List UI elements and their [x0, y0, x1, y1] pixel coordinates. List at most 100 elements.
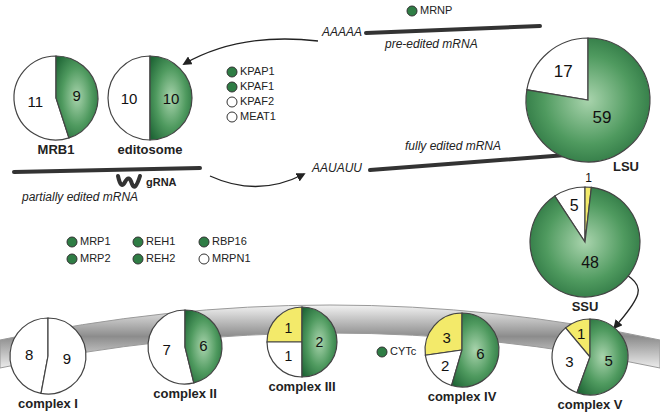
mrna-strand	[370, 155, 566, 170]
protein-label: RBP16	[212, 235, 247, 248]
pie-chart-node: 1759LSU	[526, 38, 650, 162]
pie-chart-node: 112complex III	[267, 307, 337, 377]
rna-label: AAAAA	[322, 25, 362, 39]
flow-arrow	[184, 39, 318, 64]
complex-label: MRB1	[38, 143, 75, 157]
pie-chart-node: 326complex IV	[425, 313, 499, 387]
count-number: 3	[565, 353, 573, 368]
rna-label: fully edited mRNA	[405, 139, 501, 153]
protein-label: KPAF2	[240, 95, 274, 108]
protein-label: MRP2	[80, 252, 111, 265]
rna-label: pre-edited mRNA	[385, 37, 478, 51]
count-number: 10	[121, 91, 138, 106]
count-number: 11	[27, 94, 43, 109]
count-number: 1	[585, 172, 592, 184]
pie-chart	[267, 307, 337, 377]
protein-label: MRNP	[420, 4, 452, 17]
count-number: 48	[581, 255, 599, 271]
protein-label: gRNA	[146, 176, 177, 189]
pie-wedge	[530, 187, 640, 297]
pie-wedge	[577, 319, 628, 395]
pie-chart	[148, 310, 222, 384]
flow-arrow	[210, 174, 304, 187]
pie-wedge	[56, 56, 98, 138]
complex-label: complex V	[557, 398, 622, 412]
count-number: 17	[554, 62, 573, 79]
count-number: 6	[476, 345, 484, 360]
count-number: 2	[316, 335, 324, 349]
pie-wedge	[185, 310, 222, 383]
pie-chart	[425, 313, 499, 387]
protein-dot	[133, 254, 143, 264]
pie-wedge	[425, 313, 462, 355]
protein-dot	[227, 112, 237, 122]
count-number: 3	[442, 329, 450, 344]
protein-dot	[67, 237, 77, 247]
rna-label: AAUAUU	[312, 161, 362, 175]
pie-chart	[552, 319, 628, 395]
complex-label: complex III	[268, 380, 335, 394]
count-number: 9	[73, 87, 81, 102]
protein-label: MRP1	[80, 235, 111, 248]
pie-chart	[10, 318, 86, 394]
pie-wedge	[10, 318, 48, 393]
pie-chart-node: 119MRB1	[14, 56, 98, 140]
protein-dot	[407, 6, 417, 16]
protein-dot	[199, 237, 209, 247]
count-number: 6	[199, 337, 207, 352]
pie-chart	[108, 56, 192, 140]
protein-dot	[199, 254, 209, 264]
protein-label: CYTc	[390, 345, 416, 358]
count-number: 2	[441, 357, 449, 372]
count-number: 1	[284, 321, 292, 335]
protein-dot	[377, 347, 387, 357]
pie-chart-node: 76complex II	[148, 310, 222, 384]
complex-label: complex I	[18, 397, 78, 411]
pie-wedge	[108, 56, 150, 140]
protein-label: MRPN1	[212, 252, 251, 265]
pie-chart	[526, 38, 650, 162]
pie-wedge	[302, 307, 337, 377]
count-number: 5	[605, 353, 613, 368]
pie-wedge	[267, 307, 302, 342]
protein-label: KPAF1	[240, 80, 274, 93]
pie-chart-node: 5148SSU	[530, 187, 640, 297]
pie-wedge	[526, 38, 650, 162]
protein-dot	[67, 254, 77, 264]
pie-chart-node: 1010editosome	[108, 56, 192, 140]
complex-label: editosome	[117, 143, 182, 157]
protein-dot	[227, 82, 237, 92]
protein-label: REH1	[146, 235, 175, 248]
mrna-strand	[366, 26, 540, 33]
count-number: 10	[163, 91, 180, 106]
protein-dot	[227, 97, 237, 107]
protein-label: MEAT1	[240, 110, 276, 123]
count-number: 1	[577, 325, 585, 340]
protein-label: KPAP1	[240, 65, 275, 78]
pie-wedge	[150, 56, 192, 140]
grna-squiggle	[118, 176, 140, 187]
count-number: 8	[25, 347, 33, 362]
pie-wedge	[267, 342, 302, 377]
complex-label: SSU	[572, 300, 599, 314]
pie-chart	[530, 187, 640, 297]
count-number: 9	[63, 350, 71, 365]
pie-chart-node: 89complex I	[10, 318, 86, 394]
pie-wedge	[527, 38, 588, 100]
count-number: 7	[162, 342, 170, 357]
pie-chart	[14, 56, 98, 140]
pie-wedge	[41, 318, 86, 394]
protein-label: REH2	[146, 252, 175, 265]
count-number: 1	[284, 349, 292, 363]
protein-dot	[133, 237, 143, 247]
complex-label: complex II	[153, 387, 217, 401]
rna-label: partially edited mRNA	[22, 190, 138, 204]
pie-chart-node: 135complex V	[552, 319, 628, 395]
count-number: 59	[593, 108, 612, 125]
count-number: 5	[570, 198, 579, 214]
pie-wedge	[452, 313, 499, 387]
protein-dot	[227, 67, 237, 77]
complex-label: complex IV	[428, 390, 497, 404]
complex-label: LSU	[613, 160, 639, 174]
mrna-strand	[14, 168, 200, 172]
